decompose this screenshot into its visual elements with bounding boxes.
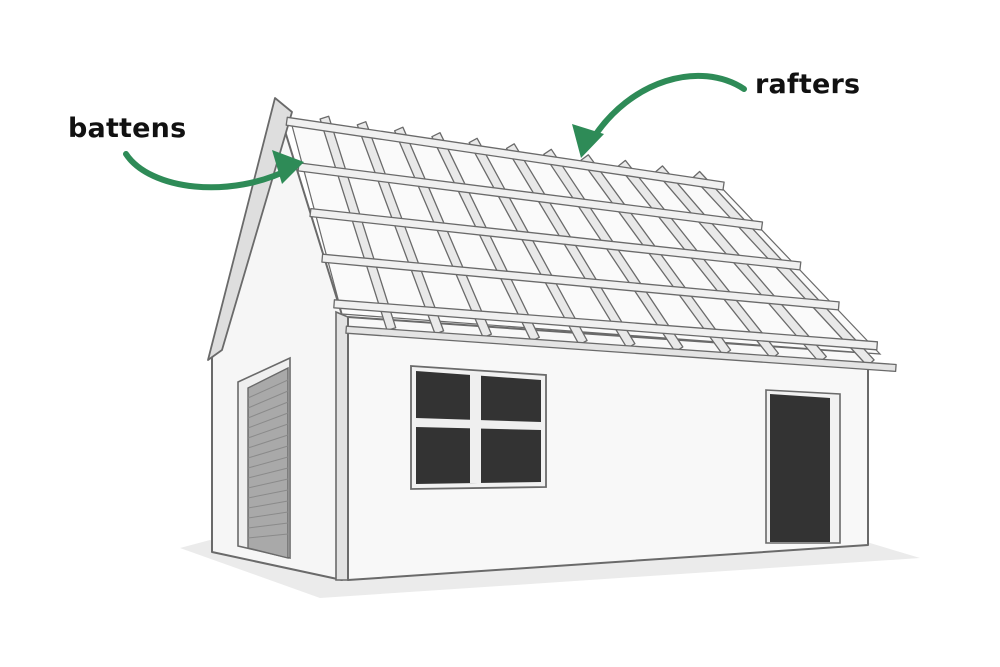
rafters-arrow [572,73,747,158]
battens-label: battens [68,113,187,144]
arrow-head [572,124,604,158]
curved-arrow-icon [123,151,295,191]
batten [285,116,725,191]
window [410,365,547,490]
batten [333,299,879,351]
roof-framing [285,115,897,373]
rafters-label: rafters [755,69,861,100]
battens-arrow [123,150,304,191]
curved-arrow-icon [589,73,747,143]
arrow-head [272,150,304,184]
fascia-board [345,325,897,373]
garage-door [237,356,291,560]
corner-post [335,310,349,581]
batten [309,207,802,271]
batten [321,253,840,311]
side-door [765,389,841,544]
